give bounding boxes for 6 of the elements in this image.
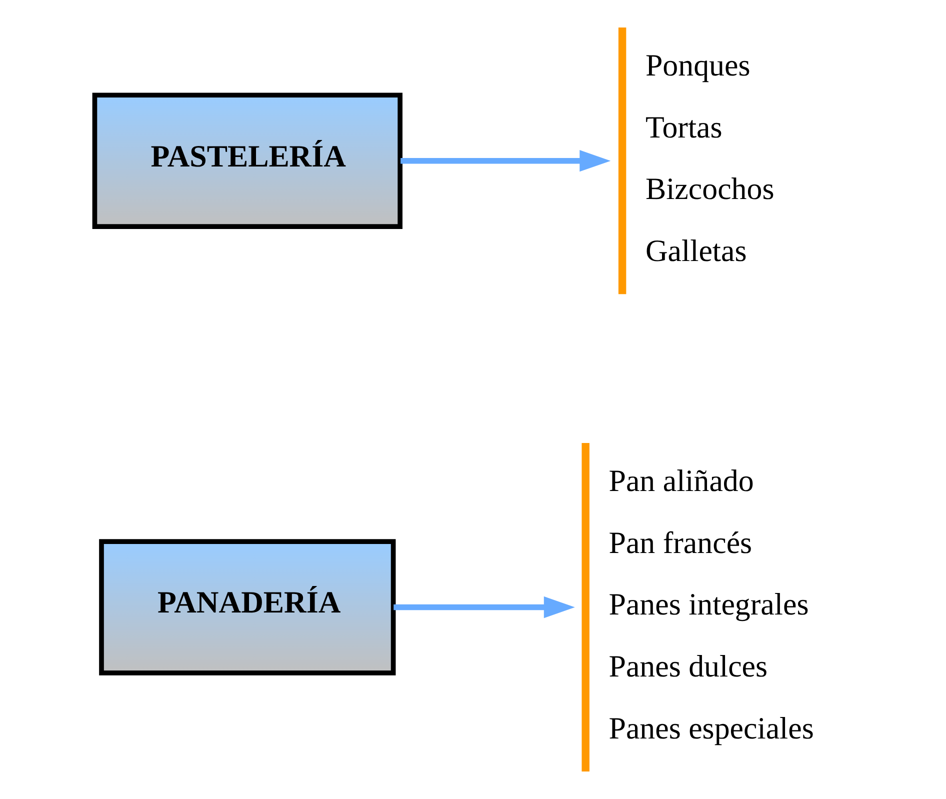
node-box: PANADERÍA	[98, 539, 396, 676]
node-text: Pan aliñado Pan francés Panes integrales Panes dulces Panes especiales	[608, 462, 814, 746]
arrow	[400, 150, 610, 172]
arrow	[393, 596, 574, 618]
node-box: PASTELERÍA	[92, 92, 402, 229]
node-text: Ponques Tortas Bizcochos Galletas	[644, 47, 774, 268]
